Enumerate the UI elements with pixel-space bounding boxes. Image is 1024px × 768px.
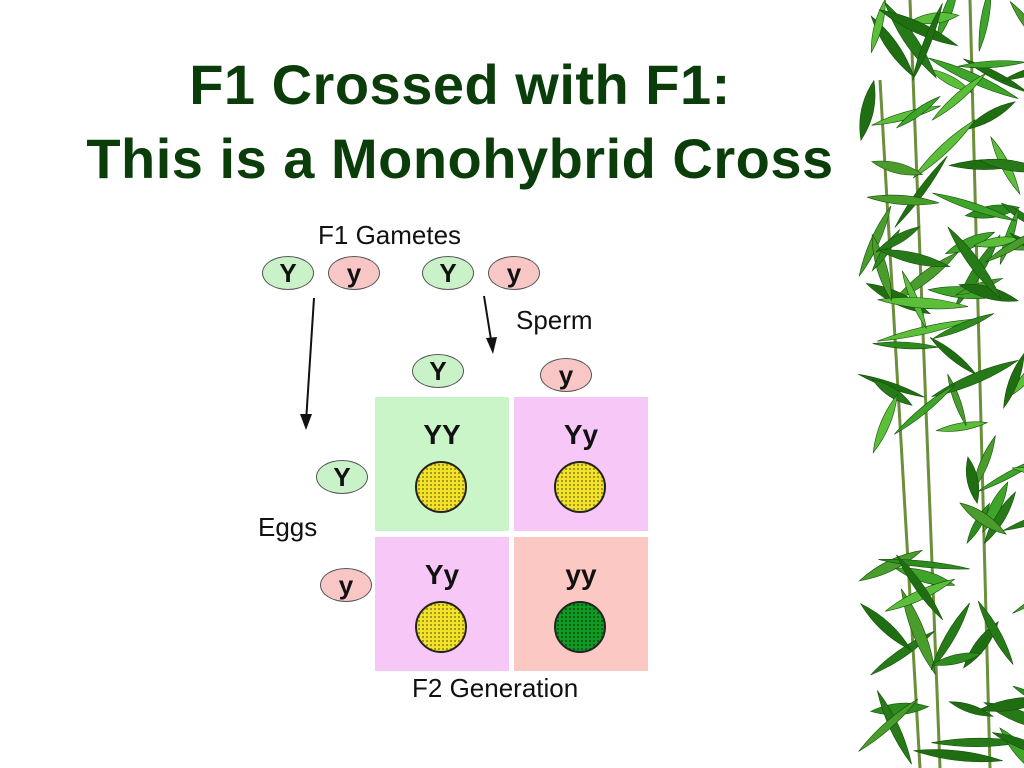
yellow-pea-icon [415, 461, 467, 513]
punnett-cell-Yy-top: Yy [514, 397, 648, 531]
bamboo-leaf [947, 226, 1002, 300]
bamboo-leaf [876, 690, 912, 765]
gamete-allele-1: Y [262, 256, 314, 290]
arrow-down-icon [486, 337, 497, 354]
arrow-down-icon [305, 297, 315, 423]
gamete-allele-4: y [488, 256, 540, 290]
bamboo-leaf [877, 249, 951, 268]
bamboo-leaf [932, 313, 995, 339]
genotype-label: Yy [424, 559, 460, 590]
bamboo-leaf [978, 0, 992, 52]
bamboo-leaf [872, 341, 939, 350]
gamete-allele-3: Y [422, 256, 474, 290]
sperm-label: Sperm [516, 305, 593, 335]
genotype-label: YY [423, 419, 461, 450]
f2-generation-label: F2 Generation [412, 673, 579, 703]
bamboo-leaf [877, 297, 969, 310]
bamboo-leaf [965, 456, 980, 505]
bamboo-leaf [929, 68, 973, 93]
yellow-pea-icon [554, 461, 606, 513]
egg-allele-2: y [320, 568, 372, 602]
bamboo-leaf [931, 72, 987, 121]
bamboo-leaf [912, 3, 943, 81]
bamboo-leaf [931, 359, 1019, 398]
gamete-allele-2: y [328, 256, 380, 290]
bamboo-leaf [912, 119, 976, 179]
bamboo-leaf [977, 697, 1024, 712]
bamboo-leaf [872, 393, 898, 454]
green-pea-icon [554, 601, 606, 653]
bamboo-stem [908, 0, 942, 768]
eggs-label: Eggs [258, 512, 318, 542]
bamboo-leaf [870, 0, 886, 54]
bamboo-leaves-icon [857, 0, 1024, 768]
bamboo-leaf [913, 749, 1003, 763]
bamboo-leaf [872, 379, 913, 406]
bamboo-leaf [931, 737, 1024, 747]
bamboo-leaf [858, 698, 919, 752]
bamboo-leaf [948, 701, 994, 717]
bamboo-leaf [858, 549, 924, 582]
bamboo-leaf [1000, 202, 1024, 230]
sperm-allele-2: y [540, 358, 592, 392]
bamboo-leaf [957, 60, 1024, 69]
bamboo-leaf [959, 502, 1007, 535]
egg-allele-1: Y [316, 460, 368, 494]
punnett-cell-YY: YY [375, 397, 509, 531]
bamboo-leaf [859, 79, 876, 142]
sperm-allele-1: Y [412, 354, 464, 388]
bamboo-leaf [870, 160, 924, 176]
arrow-down-icon [300, 414, 312, 430]
slide-title-line1: F1 Crossed with F1: [189, 53, 731, 116]
bamboo-leaf [930, 652, 983, 666]
yellow-pea-icon [415, 601, 467, 653]
bamboo-leaf [928, 57, 1019, 99]
bamboo-stem [878, 79, 922, 768]
bamboo-leaf [935, 421, 989, 432]
punnett-cell-Yy-bottom: Yy [375, 537, 509, 671]
f1-gametes-label: F1 Gametes [318, 220, 462, 250]
bamboo-leaf [875, 226, 921, 253]
genotype-label: Yy [563, 419, 599, 450]
bamboo-leaf [958, 283, 1019, 302]
bamboo-leaf [930, 602, 970, 671]
slide-title-line2: This is a Monohybrid Cross [86, 127, 834, 190]
bamboo-leaf [866, 194, 940, 206]
bamboo-leaf [977, 600, 1014, 665]
genotype-label: yy [565, 559, 597, 590]
bamboo-leaf [977, 455, 1024, 493]
punnett-cell-yy: yy [514, 537, 648, 671]
bamboo-leaf [900, 588, 936, 675]
bamboo-leaf [932, 192, 1016, 222]
bamboo-leaf [965, 101, 1016, 130]
bamboo-leaf [985, 228, 1024, 263]
bamboo-leaf [896, 554, 943, 621]
bamboo-leaf [978, 158, 1024, 173]
bamboo-leaf [878, 9, 959, 47]
bamboo-leaf [1001, 59, 1024, 81]
bamboo-leaf [859, 603, 912, 651]
bamboo-leaf [894, 384, 956, 435]
bamboo-leaf [1003, 352, 1024, 409]
